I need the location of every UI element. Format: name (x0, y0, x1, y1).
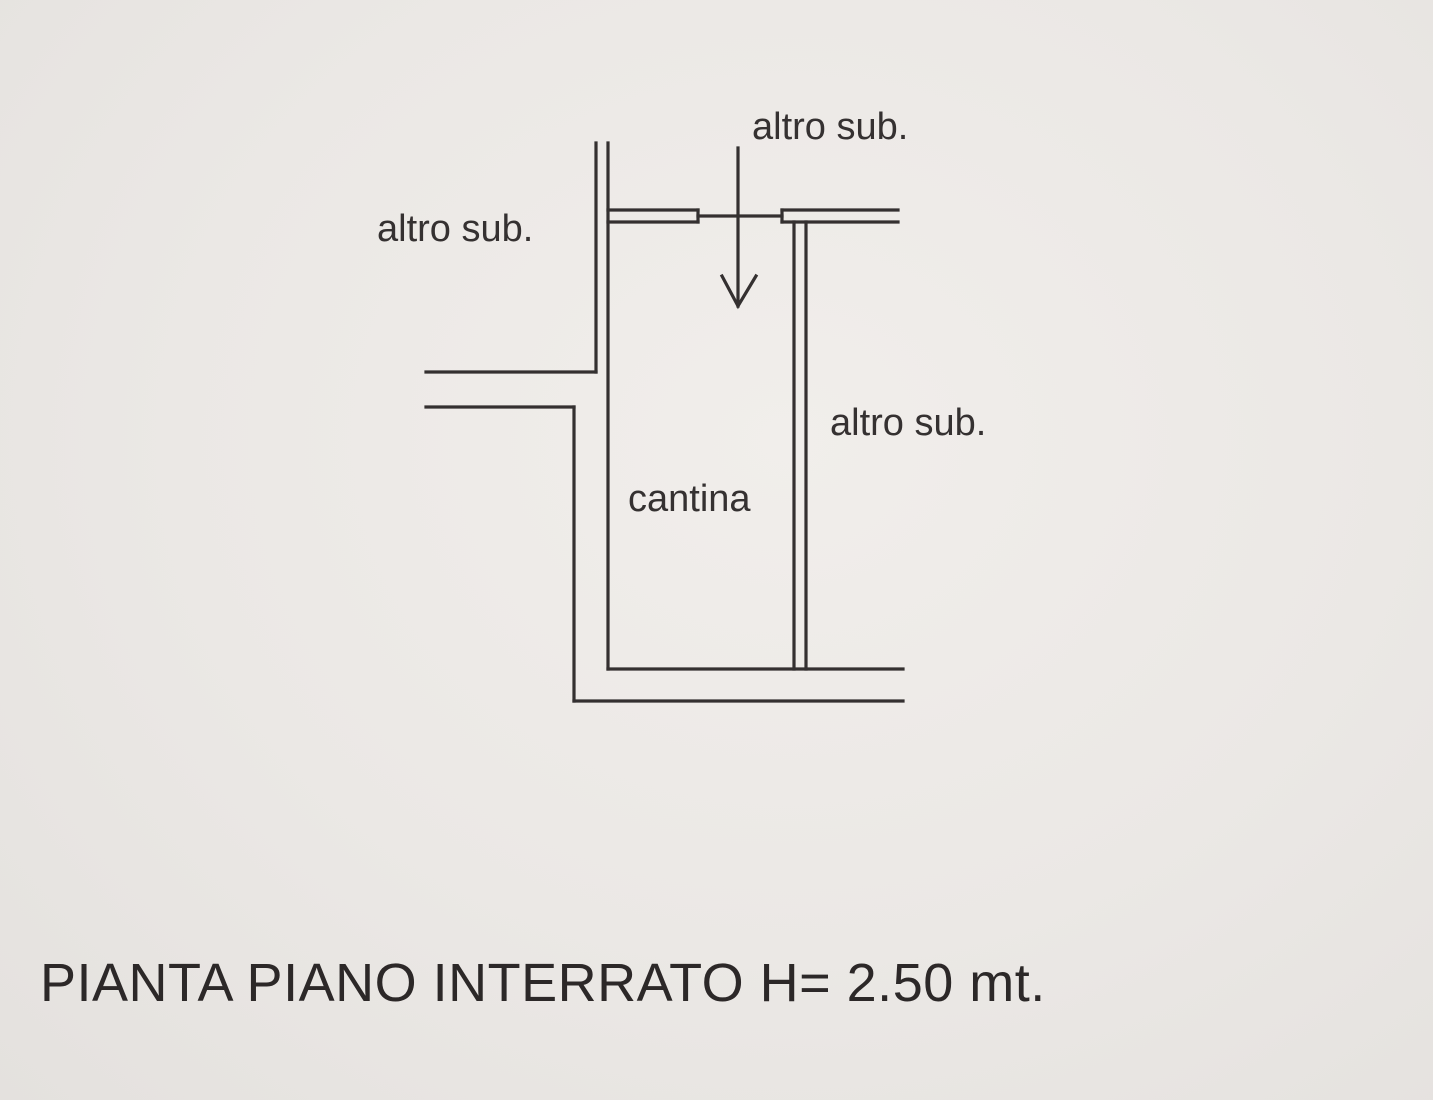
arrow-down-icon (719, 146, 759, 310)
label-top-neighbor: altro sub. (752, 106, 909, 148)
label-right-neighbor: altro sub. (830, 402, 987, 444)
plan-caption-title: PIANTA PIANO INTERRATO H= 2.50 mt. (40, 953, 1046, 1013)
label-left-neighbor: altro sub. (377, 208, 534, 250)
room-label-cantina: cantina (628, 478, 751, 520)
